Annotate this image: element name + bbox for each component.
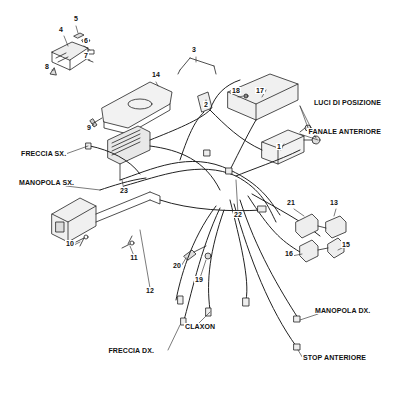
- wiring-harness-part: [234, 204, 296, 346]
- bulb-sockets-part: [296, 214, 318, 238]
- handlebar-switch-left-part: [56, 222, 64, 232]
- callout-number: 12: [145, 287, 155, 294]
- wire-connectors-part: [86, 143, 91, 149]
- wiring-harness-part: [230, 120, 256, 170]
- part-label: STOP ANTERIORE: [302, 354, 367, 361]
- headlight-bracket-part: [262, 136, 304, 164]
- callout-number: 4: [58, 26, 64, 33]
- wire-connectors-part: [178, 296, 183, 304]
- callout-number: 9: [86, 124, 92, 131]
- callout-number: 22: [233, 211, 243, 218]
- switch-block-part: [112, 130, 140, 155]
- screws: [76, 235, 134, 248]
- callout-number: 6: [83, 37, 89, 44]
- bracket-part: [102, 82, 172, 128]
- bolt-nut-part: [205, 253, 211, 259]
- leader-lines-part: [74, 230, 206, 288]
- handlebar-switch-left-part: [96, 192, 160, 222]
- part-label: LUCI DI POSIZIONE: [313, 99, 382, 106]
- wiring-harness-part: [210, 80, 240, 110]
- wiring-harness-part: [248, 196, 300, 252]
- part-label: FRECCIA SX.: [20, 150, 67, 157]
- callout-number: 10: [65, 240, 75, 247]
- leader-lines-part: [52, 26, 90, 70]
- part-label: MANOPOLA DX.: [314, 307, 371, 314]
- wiring-harness-part: [230, 200, 247, 300]
- callout-number: 20: [172, 262, 182, 269]
- wiring-harness: [90, 80, 320, 346]
- callout-number: 11: [129, 254, 138, 261]
- leader-lines-part: [92, 57, 266, 126]
- callout-number: 16: [284, 250, 294, 257]
- switch-block-part: [120, 164, 121, 180]
- callout-number: 23: [119, 187, 129, 194]
- wiring-harness-part: [209, 210, 224, 310]
- switch-block-part: [108, 126, 150, 164]
- bulb-sockets: [296, 214, 346, 262]
- handlebar-switch-left: [52, 192, 160, 246]
- callout-number: 18: [231, 87, 241, 94]
- wire-connectors-part: [243, 298, 249, 306]
- callout-number: 7: [83, 52, 89, 59]
- part-label: FANALE ANTERIORE: [307, 128, 382, 135]
- headlight-bracket-part: [312, 136, 320, 144]
- handlebar-switch-left-part: [80, 236, 132, 246]
- relay-unit: [50, 33, 94, 75]
- instrument-panel-part: [244, 94, 248, 98]
- instrument-panel-part: [228, 84, 298, 120]
- leader-lines: [52, 26, 344, 360]
- wiring-harness-part: [160, 200, 262, 211]
- screws-part: [130, 241, 134, 245]
- screws-part: [76, 238, 130, 248]
- callout-number: 17: [255, 87, 265, 94]
- callout-number: 2: [203, 101, 209, 108]
- wire-connectors-part: [226, 168, 232, 174]
- leader-lines-part: [168, 312, 318, 360]
- callout-number: 5: [73, 15, 79, 22]
- wire-connectors-part: [294, 316, 300, 322]
- wiring-harness-part: [150, 146, 220, 190]
- wiring-harness-part: [176, 206, 216, 300]
- screws-part: [84, 235, 88, 239]
- bulb-sockets-part: [300, 240, 318, 262]
- bulb-sockets-part: [326, 216, 346, 238]
- wire-connectors-part: [294, 344, 300, 350]
- callout-number: 8: [44, 63, 50, 70]
- callout-number: 19: [194, 276, 204, 283]
- bulb-holder: [178, 58, 216, 112]
- part-label: CLAXON: [184, 323, 216, 330]
- relay-unit-part: [52, 48, 88, 70]
- wiring-harness-part: [90, 146, 140, 174]
- callout-number: 1: [276, 143, 282, 150]
- handlebar-switch-left-part: [52, 206, 96, 242]
- wiring-harness-part: [180, 112, 204, 160]
- wiring-harness-part: [184, 208, 220, 320]
- callout-number: 14: [151, 71, 161, 78]
- wiring-harness-part: [124, 169, 276, 222]
- part-label: MANOPOLA SX.: [18, 179, 75, 186]
- wiring-harness-part: [210, 110, 262, 150]
- callout-number: 13: [329, 199, 339, 206]
- wire-connectors-part: [204, 150, 210, 156]
- relay-unit-part: [50, 68, 56, 75]
- handlebar-switch-left-part: [52, 198, 96, 242]
- callout-number: 3: [191, 46, 197, 53]
- part-label: FRECCIA DX.: [107, 347, 155, 354]
- wire-connectors: [86, 143, 300, 350]
- wiring-harness-part: [236, 150, 300, 176]
- bulb-holder-part: [178, 58, 216, 74]
- wire-connectors-part: [258, 206, 266, 212]
- callout-number: 21: [286, 199, 296, 206]
- bulb-sockets-part: [318, 226, 328, 250]
- leader-lines-part: [292, 209, 344, 256]
- bracket-part: [128, 99, 152, 109]
- relay-unit-part: [56, 53, 68, 62]
- leader-lines-part: [60, 146, 238, 214]
- headlight-bracket-part: [262, 130, 304, 164]
- callout-number: 15: [341, 241, 351, 248]
